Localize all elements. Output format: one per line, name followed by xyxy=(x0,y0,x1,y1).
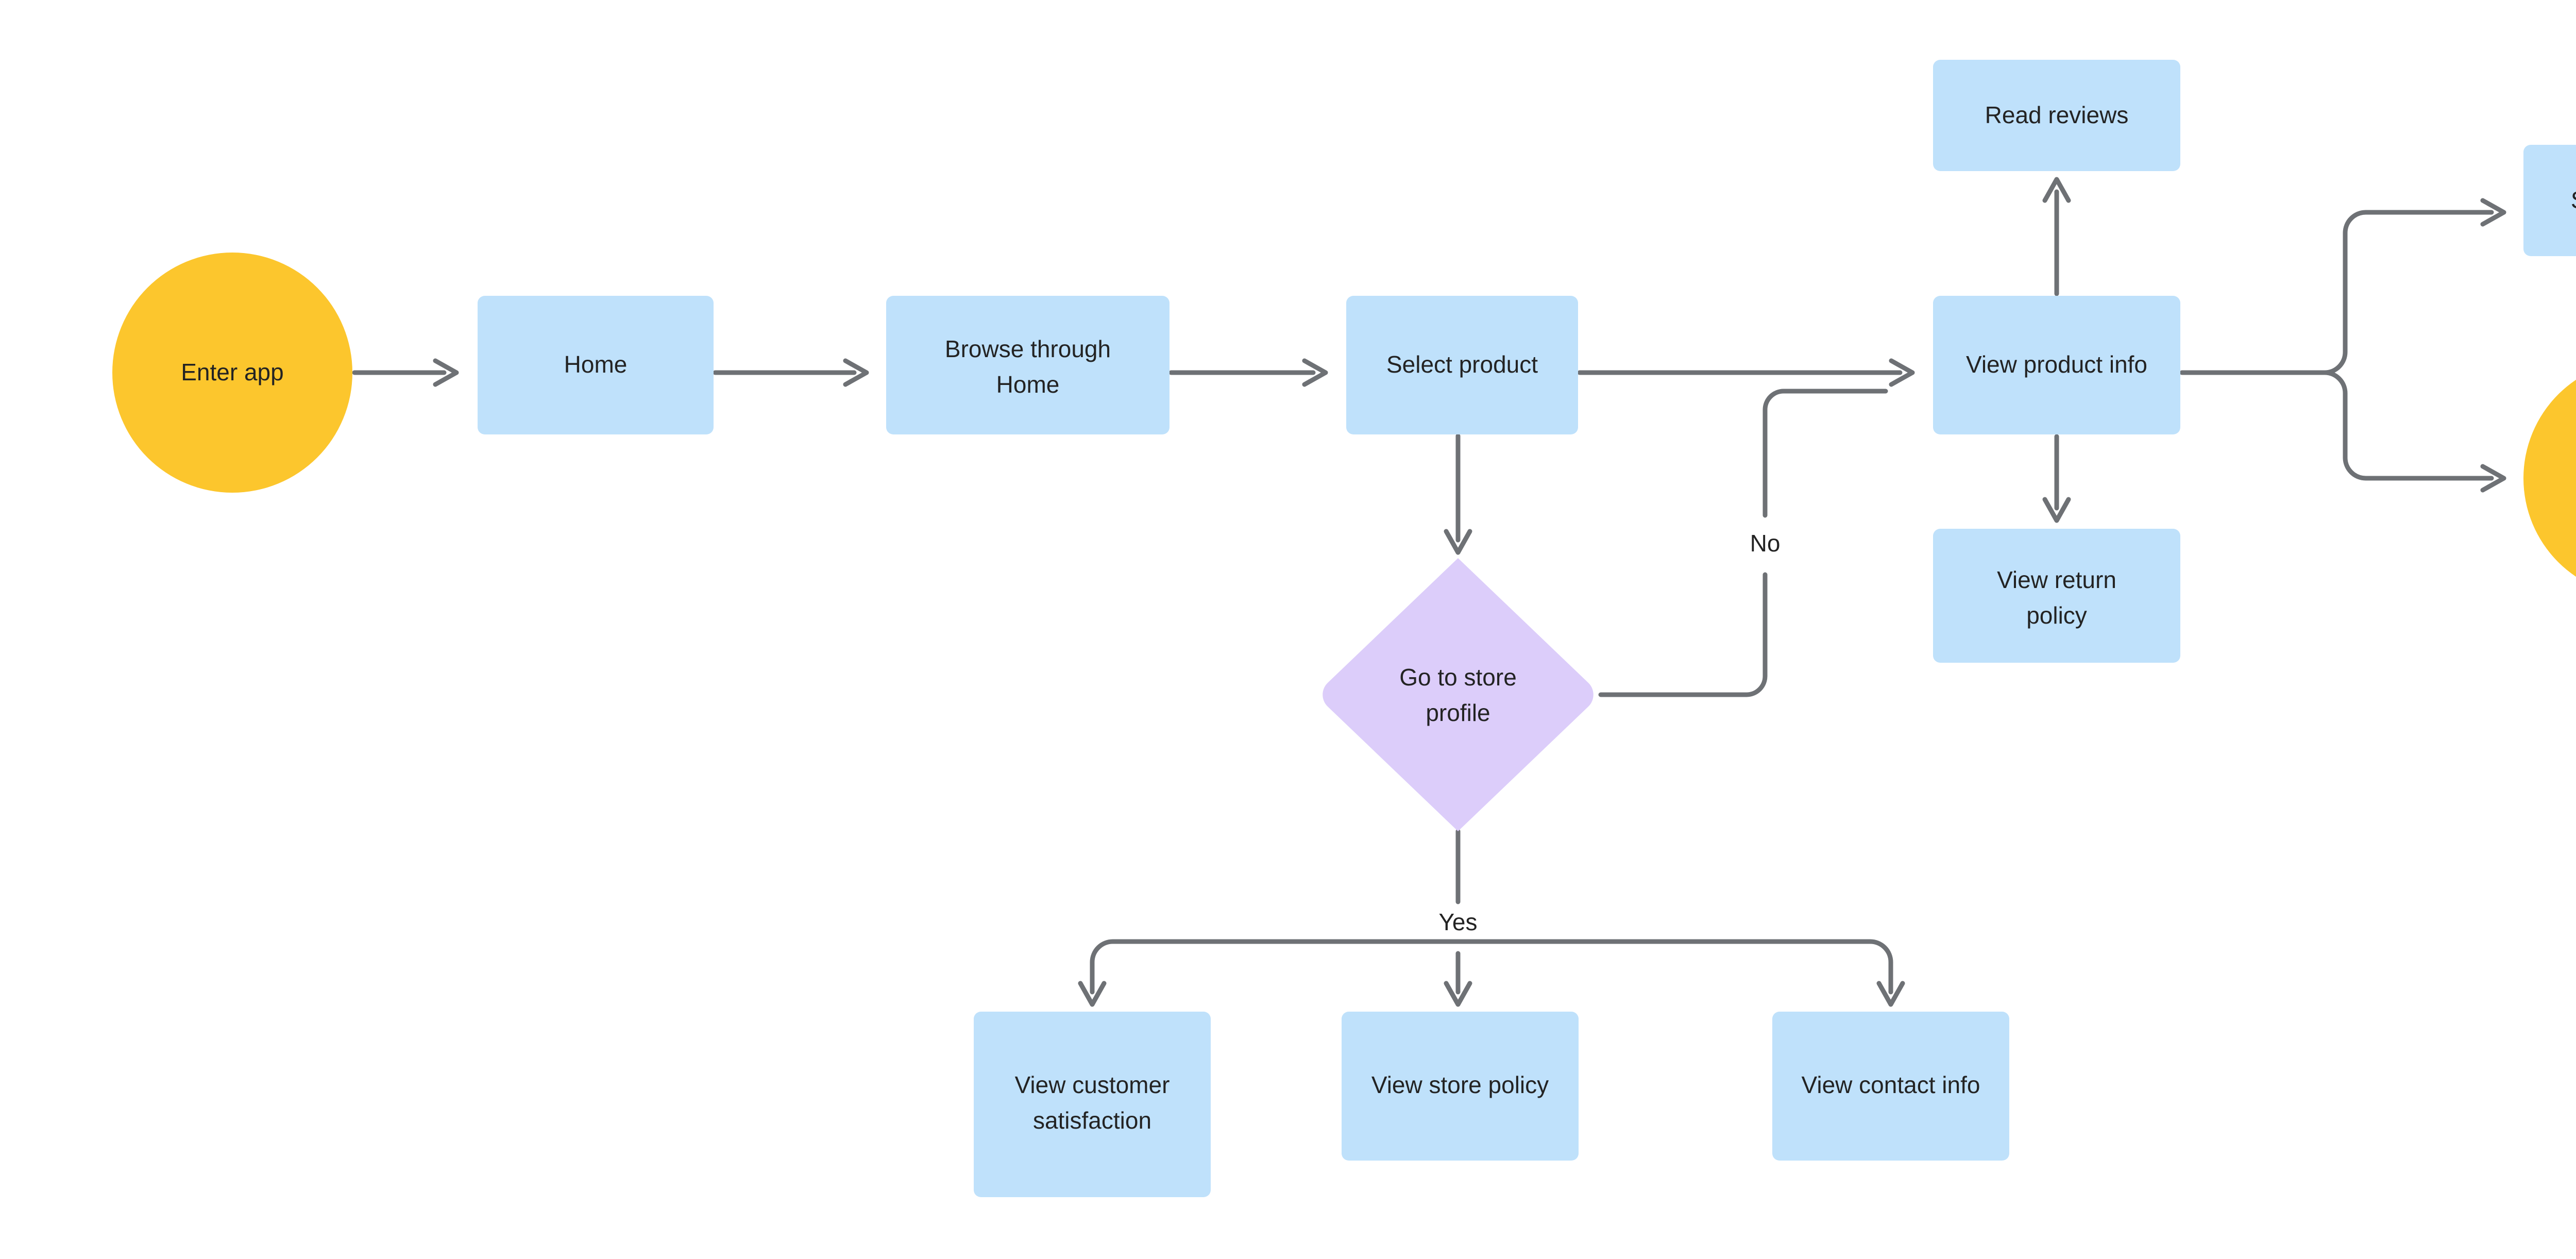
go-to-store-profile-label-line1: Go to store xyxy=(1399,664,1517,691)
edge-home-to-browse xyxy=(713,358,869,387)
home-label: Home xyxy=(564,351,628,378)
go-to-store-profile-label-line2: profile xyxy=(1426,699,1490,726)
node-view-product-info[interactable]: View product info xyxy=(1933,296,2180,434)
node-view-contact-info[interactable]: View contact info xyxy=(1772,1012,2009,1161)
save-product-shape[interactable] xyxy=(2523,145,2576,256)
view-product-info-shape[interactable] xyxy=(1933,296,2180,434)
node-view-store-policy[interactable]: View store policy xyxy=(1342,1012,1579,1161)
read-reviews-label: Read reviews xyxy=(1985,102,2129,128)
view-customer-satisfaction-label-line2: satisfaction xyxy=(1033,1107,1151,1134)
edge-select-product-to-decision xyxy=(1444,433,1472,555)
view-contact-info-shape[interactable] xyxy=(1772,1012,2009,1161)
edge-browse-to-select-product xyxy=(1168,358,1328,387)
view-return-policy-shape[interactable] xyxy=(1933,529,2180,663)
view-return-policy-label-line2: policy xyxy=(2026,602,2087,629)
view-contact-info-label: View contact info xyxy=(1802,1071,1980,1098)
node-view-customer-satisfaction[interactable]: View customer satisfaction xyxy=(974,1012,1211,1197)
node-enter-app[interactable]: Enter app xyxy=(112,253,352,493)
node-browse-through-home[interactable]: Browse through Home xyxy=(886,296,1170,434)
edge-decision-yes-trunk xyxy=(1444,829,1472,1007)
view-customer-satisfaction-shape[interactable] xyxy=(974,1012,1211,1197)
edge-label-no: No xyxy=(1750,530,1781,557)
node-go-to-store-profile[interactable]: Go to store profile xyxy=(1323,558,1594,831)
edge-enter-app-to-home xyxy=(352,358,459,387)
node-view-return-policy[interactable]: View return policy xyxy=(1933,529,2180,663)
select-product-shape[interactable] xyxy=(1346,296,1578,434)
edge-view-product-info-to-view-return-policy xyxy=(2042,434,2071,523)
node-save-product[interactable]: Save Product xyxy=(2523,145,2576,256)
edge-decision-to-view-contact-info xyxy=(1455,939,1905,1007)
view-store-policy-shape[interactable] xyxy=(1342,1012,1579,1161)
home-shape[interactable] xyxy=(478,296,714,434)
node-read-reviews[interactable]: Read reviews xyxy=(1933,60,2180,171)
go-to-store-profile-shape[interactable] xyxy=(1323,558,1594,831)
select-product-label: Select product xyxy=(1386,351,1538,378)
edge-decision-to-view-customer-satisfaction xyxy=(1078,939,1461,1007)
browse-through-home-label-line1: Browse through xyxy=(945,335,1111,362)
view-return-policy-label-line1: View return xyxy=(1997,566,2116,593)
view-store-policy-label: View store policy xyxy=(1371,1071,1549,1098)
browse-through-home-shape[interactable] xyxy=(886,296,1170,434)
edge-select-product-to-view-product-info xyxy=(1577,358,1915,387)
view-customer-satisfaction-label-line1: View customer xyxy=(1015,1071,1170,1098)
save-product-label: Save Product xyxy=(2571,187,2576,213)
enter-app-label: Enter app xyxy=(181,359,283,385)
add-to-cart-shape[interactable] xyxy=(2523,360,2576,597)
node-add-to-cart[interactable]: Add to cart xyxy=(2523,360,2576,597)
edge-view-product-info-to-add-to-cart xyxy=(2322,370,2506,493)
enter-app-shape[interactable] xyxy=(112,253,352,493)
edge-view-product-info-to-save-product xyxy=(2179,198,2506,375)
read-reviews-shape[interactable] xyxy=(1933,60,2180,171)
view-product-info-label: View product info xyxy=(1966,351,2147,378)
edge-view-product-info-to-read-reviews xyxy=(2042,177,2071,296)
node-select-product[interactable]: Select product xyxy=(1346,296,1578,434)
node-home[interactable]: Home xyxy=(478,296,714,434)
edge-label-yes: Yes xyxy=(1438,909,1477,935)
edge-decision-to-view-product-info-no xyxy=(1598,389,1888,697)
browse-through-home-label-line2: Home xyxy=(996,371,1060,398)
